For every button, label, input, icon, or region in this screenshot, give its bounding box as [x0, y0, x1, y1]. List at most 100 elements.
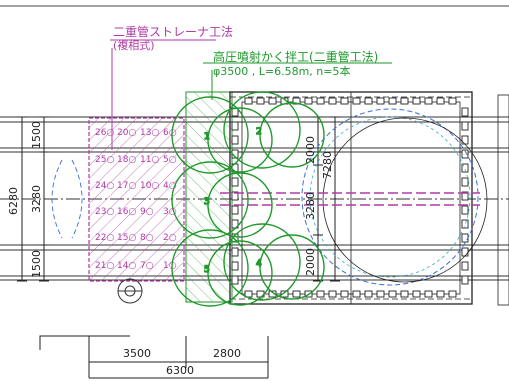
left-arc-guides — [51, 159, 83, 239]
sheet-pile-notch — [461, 135, 469, 145]
sheet-pile-notch — [461, 121, 469, 131]
sheet-pile-notch — [268, 97, 277, 105]
sheet-pile-notch — [424, 97, 433, 105]
sheet-pile-notch — [461, 219, 469, 229]
sheet-pile-notch — [400, 97, 409, 105]
strainer-method-subtitle: (複相式) — [113, 38, 155, 52]
grout-point-label: 21○ — [95, 261, 114, 271]
sheet-pile-notch — [461, 107, 469, 117]
dim-bottom-right: 2800 — [213, 347, 241, 360]
dim-mid-top: 2000 — [304, 136, 317, 164]
sheet-pile-notch — [304, 97, 313, 105]
sheet-pile-notch — [461, 275, 469, 285]
grout-point-label: 5○ — [163, 155, 177, 165]
grout-point-label: 8○ — [140, 233, 154, 243]
grout-point-label: 4○ — [163, 181, 177, 191]
jet-column-outer-circle — [207, 172, 273, 238]
sheet-pile-notch — [461, 149, 469, 159]
sheet-pile-notch — [256, 97, 265, 105]
sheet-pile-notch — [436, 290, 445, 298]
grout-point-label: 14○ — [117, 261, 136, 271]
sheet-pile-notch — [388, 290, 397, 298]
jet-column-circle — [171, 229, 249, 307]
dim-mid-total: 7280 — [321, 151, 334, 179]
dim-bottom-total: 6300 — [166, 364, 194, 377]
jet-grout-title: 高圧噴射かく拌工(二重管工法) — [213, 49, 378, 64]
sheet-pile-notch — [292, 290, 301, 298]
grout-point-label: 7○ — [140, 261, 154, 271]
grout-point-label: 16○ — [117, 207, 136, 217]
dim-left-mid: 3280 — [30, 185, 43, 213]
shaft-inner-circle — [309, 116, 471, 278]
sheet-pile-notch — [461, 233, 469, 243]
jet-grout-spec: φ3500 , L=6.58m, n=5本 — [213, 64, 350, 78]
grout-point-label: 1○ — [163, 261, 177, 271]
sheet-pile-notch — [231, 135, 239, 145]
grout-point-label: 23○ — [95, 207, 114, 217]
grout-point-label: 24○ — [95, 181, 114, 191]
sheet-pile-notch — [352, 97, 361, 105]
sheet-pile-notch — [352, 290, 361, 298]
grout-point-label: 6○ — [163, 128, 177, 138]
sheet-pile-notch — [461, 247, 469, 257]
grout-point-label: 22○ — [95, 233, 114, 243]
sheet-pile-notch — [328, 97, 337, 105]
sheet-pile-notch — [376, 290, 385, 298]
grout-point-label: 13○ — [140, 128, 159, 138]
sheet-pile-notch — [231, 247, 239, 257]
sheet-pile-notch — [328, 290, 337, 298]
sheet-pile-notch — [364, 97, 373, 105]
grout-point-label: 18○ — [117, 155, 136, 165]
jet-column-circle — [223, 91, 301, 169]
grout-point-label: 20○ — [117, 128, 136, 138]
purple-center-markings — [220, 192, 480, 206]
dim-left-outer: 6280 — [7, 187, 20, 215]
rail-lines — [0, 116, 509, 281]
sheet-pile-notch — [231, 261, 239, 271]
sheet-pile-notch — [292, 97, 301, 105]
sheet-pile-notch — [461, 191, 469, 201]
left-dimension-lines — [17, 116, 49, 282]
sheet-pile-notch — [461, 205, 469, 215]
grout-point-label: 17○ — [117, 181, 136, 191]
grout-point-label: 11○ — [140, 155, 159, 165]
jet-column-label: 3 — [204, 197, 210, 207]
sheet-pile-notch — [231, 121, 239, 131]
jet-column-circle — [171, 161, 249, 239]
grout-point-label: 10○ — [140, 181, 159, 191]
sheet-pile-notch — [364, 290, 373, 298]
dim-bottom-left: 3500 — [123, 347, 151, 360]
sheet-pile-notch — [461, 177, 469, 187]
jet-column-label: 2 — [256, 127, 262, 137]
sheet-pile-notch — [448, 97, 457, 105]
sheet-pile-notch — [231, 191, 239, 201]
sheet-pile-notch — [448, 290, 457, 298]
sheet-pile-notch — [424, 290, 433, 298]
jet-column-circle — [171, 96, 249, 174]
jet-column-label: 1 — [204, 132, 210, 142]
sheet-pile-notch — [280, 290, 289, 298]
sheet-pile-notch — [316, 290, 325, 298]
grout-point-label: 15○ — [117, 233, 136, 243]
sheet-pile-notches — [231, 97, 469, 298]
jet-column-label: 4 — [256, 259, 262, 269]
sheet-pile-notch — [231, 275, 239, 285]
grout-point-label: 25○ — [95, 155, 114, 165]
grout-point-label: 9○ — [140, 207, 154, 217]
sheet-pile-notch — [231, 205, 239, 215]
sheet-pile-notch — [436, 97, 445, 105]
strainer-method-title: 二重管ストレーナ工法 — [113, 24, 233, 39]
grout-point-label: 3○ — [163, 207, 177, 217]
bottom-dimension-lines — [39, 335, 269, 379]
grout-point-label: 26○ — [95, 128, 114, 138]
sheet-pile-notch — [461, 163, 469, 173]
sheet-pile-notch — [244, 97, 253, 105]
dim-left-bottom: 1500 — [30, 250, 43, 278]
survey-symbol — [117, 278, 143, 304]
sheet-pile-notch — [388, 97, 397, 105]
sheet-pile-notch — [461, 261, 469, 271]
jet-column-outer-circle — [207, 240, 273, 306]
grout-points: 26○20○ 13○ 6○ 25○18○ 11○ 5○ 24○17○ 10○ 4○ 23○16○ 9… — [95, 128, 177, 271]
